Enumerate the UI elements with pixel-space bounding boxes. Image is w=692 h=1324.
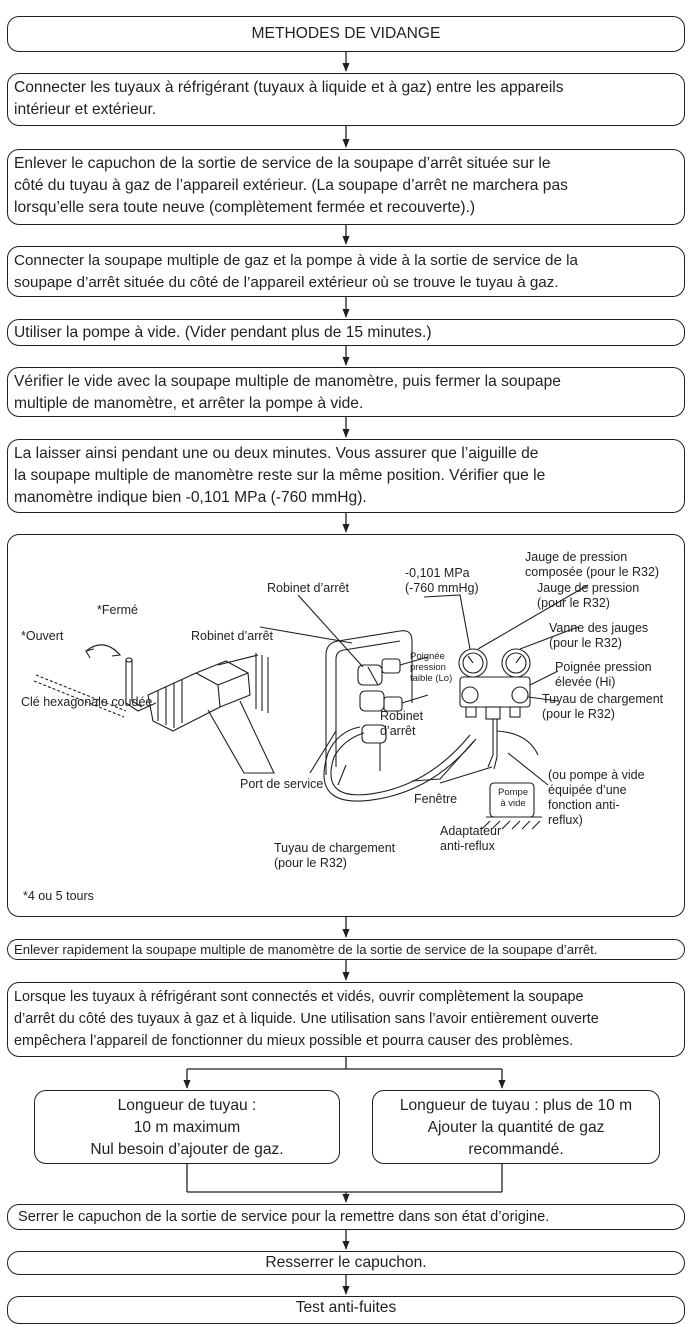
step-text-line: La laisser ainsi pendant une ou deux min…: [14, 445, 539, 462]
step-use-vacuum: Utiliser la pompe à vide. (Vider pendant…: [7, 319, 685, 346]
label-ouvert: *Ouvert: [21, 629, 64, 643]
branch-text-line: 10 m maximum: [133, 1119, 241, 1136]
step-open-valves: Lorsque les tuyaux à réfrigérant sont co…: [7, 982, 685, 1057]
branch-text-line: recommandé.: [468, 1141, 564, 1158]
step-text-line: empêchera l’appareil de fonctionner du m…: [14, 1033, 574, 1049]
step-text-line: intérieur et extérieur.: [14, 101, 157, 118]
step-text-line: d’arrêt du côté des tuyaux à gaz et à li…: [14, 1011, 599, 1027]
step-leak-test: Test anti-fuites: [7, 1296, 685, 1324]
branch-long-pipe: Longueur de tuyau : plus de 10 m Ajouter…: [372, 1090, 660, 1164]
step-text-line: Test anti-fuites: [295, 1299, 397, 1316]
step-remove-manifold: Enlever rapidement la soupape multiple d…: [7, 939, 685, 960]
branch-text-line: Nul besoin d’ajouter de gaz.: [90, 1141, 284, 1158]
rotation-arrow-icon: [85, 644, 122, 659]
label-vanne-jauges: Vanne des jauges (pour le R32): [549, 621, 649, 650]
label-port-service: Port de service: [240, 777, 324, 791]
label-robinet-arret-left: Robinet d’arrêt: [191, 629, 273, 643]
step-text-line: Lorsque les tuyaux à réfrigérant sont co…: [14, 989, 584, 1005]
label-robinet-arret-mid: Robinet d’arrêt: [380, 709, 424, 738]
label-jauge-pression: Jauge de pression (pour le R32): [537, 581, 640, 610]
step-tighten-cap: Serrer le capuchon de la sortie de servi…: [7, 1204, 685, 1230]
vacuum-pump-icon: [481, 782, 542, 830]
step-text-line: manomètre indique bien -0,101 MPa (-760 …: [14, 489, 367, 506]
branch-text-line: Ajouter la quantité de gaz: [427, 1119, 605, 1136]
branch-short-pipe: Longueur de tuyau : 10 m maximum Nul bes…: [34, 1090, 340, 1164]
step-connect-pipes: Connecter les tuyaux à réfrigérant (tuya…: [7, 73, 685, 126]
gauge-pressure-icon: [501, 648, 531, 678]
label-jauge-composee: Jauge de pression composée (pour le R32): [525, 550, 660, 579]
page-title: METHODES DE VIDANGE: [251, 25, 441, 42]
step-text-line: Enlever rapidement la soupape multiple d…: [14, 941, 598, 957]
step-text-line: côté du tuyau à gaz de l’appareil extéri…: [14, 177, 568, 194]
label-ferme: *Fermé: [97, 603, 138, 617]
stop-valve-icon: [147, 654, 275, 774]
diagram-box: *Fermé *Ouvert Robinet d’arrêt Clé hexag…: [7, 534, 685, 917]
charging-hose-icon: [323, 726, 477, 802]
label-pompe: Pompe à vide: [498, 787, 529, 809]
step-check-vacuum: Vérifier le vide avec la soupape multipl…: [7, 367, 685, 417]
charging-hose-to-pump-icon: [487, 719, 539, 770]
step-remove-cap: Enlever le capuchon de la sortie de serv…: [7, 149, 685, 225]
step-retighten: Resserrer le capuchon.: [7, 1251, 685, 1275]
label-tuyau-chargement-bottom: Tuyau de chargement (pour le R32): [274, 841, 396, 870]
label-tours: *4 ou 5 tours: [23, 889, 94, 903]
label-pompe-note: (ou pompe à vide équipée d’une fonction …: [548, 768, 645, 827]
step-connect-manifold: Connecter la soupape multiple de gaz et …: [7, 246, 685, 297]
step-text-line: Serrer le capuchon de la sortie de servi…: [18, 1209, 550, 1225]
title-box: METHODES DE VIDANGE: [7, 16, 685, 52]
branch-text-line: Longueur de tuyau : plus de 10 m: [399, 1097, 633, 1114]
valve-fittings-icon: [357, 656, 429, 744]
step-wait: La laisser ainsi pendant une ou deux min…: [7, 439, 685, 513]
label-adaptateur: Adaptateur anti-reflux: [440, 824, 502, 853]
label-pressure-value: -0,101 MPa (-760 mmHg): [405, 566, 479, 595]
step-text-line: lorsqu’elle sera toute neuve (complèteme…: [14, 199, 476, 216]
step-text-line: la soupape multiple de manomètre reste s…: [14, 467, 546, 484]
step-text-line: Connecter les tuyaux à réfrigérant (tuya…: [14, 79, 564, 96]
label-robinet-arret-top: Robinet d’arrêt: [267, 581, 349, 595]
hex-key-icon: [33, 657, 157, 718]
step-text-line: Resserrer le capuchon.: [265, 1254, 427, 1271]
step-text-line: Utiliser la pompe à vide. (Vider pendant…: [14, 324, 432, 341]
step-text-line: Vérifier le vide avec la soupape multipl…: [14, 373, 561, 390]
step-text-line: soupape d’arrêt située du côté de l’appa…: [14, 274, 559, 291]
branch-text-line: Longueur de tuyau :: [117, 1097, 257, 1114]
label-poignee-faible: Poignée pression faible (Lo): [410, 651, 453, 684]
outdoor-unit-panel-icon: [255, 630, 413, 775]
label-tuyau-chargement-right: Tuyau de chargement (pour le R32): [542, 692, 664, 721]
label-cle-hexagonale: Clé hexagonale coudée: [21, 695, 153, 709]
step-text-line: Connecter la soupape multiple de gaz et …: [14, 252, 578, 269]
gauge-compound-icon: [458, 648, 488, 678]
step-text-line: multiple de manomètre, et arrêter la pom…: [14, 395, 364, 412]
step-text-line: Enlever le capuchon de la sortie de serv…: [14, 155, 551, 172]
label-fenetre: Fenêtre: [414, 792, 458, 806]
manifold-body-icon: [459, 676, 531, 720]
valve-illustration: [33, 584, 589, 830]
label-poignee-elevee: Poignée pression élevée (Hi): [555, 660, 652, 689]
